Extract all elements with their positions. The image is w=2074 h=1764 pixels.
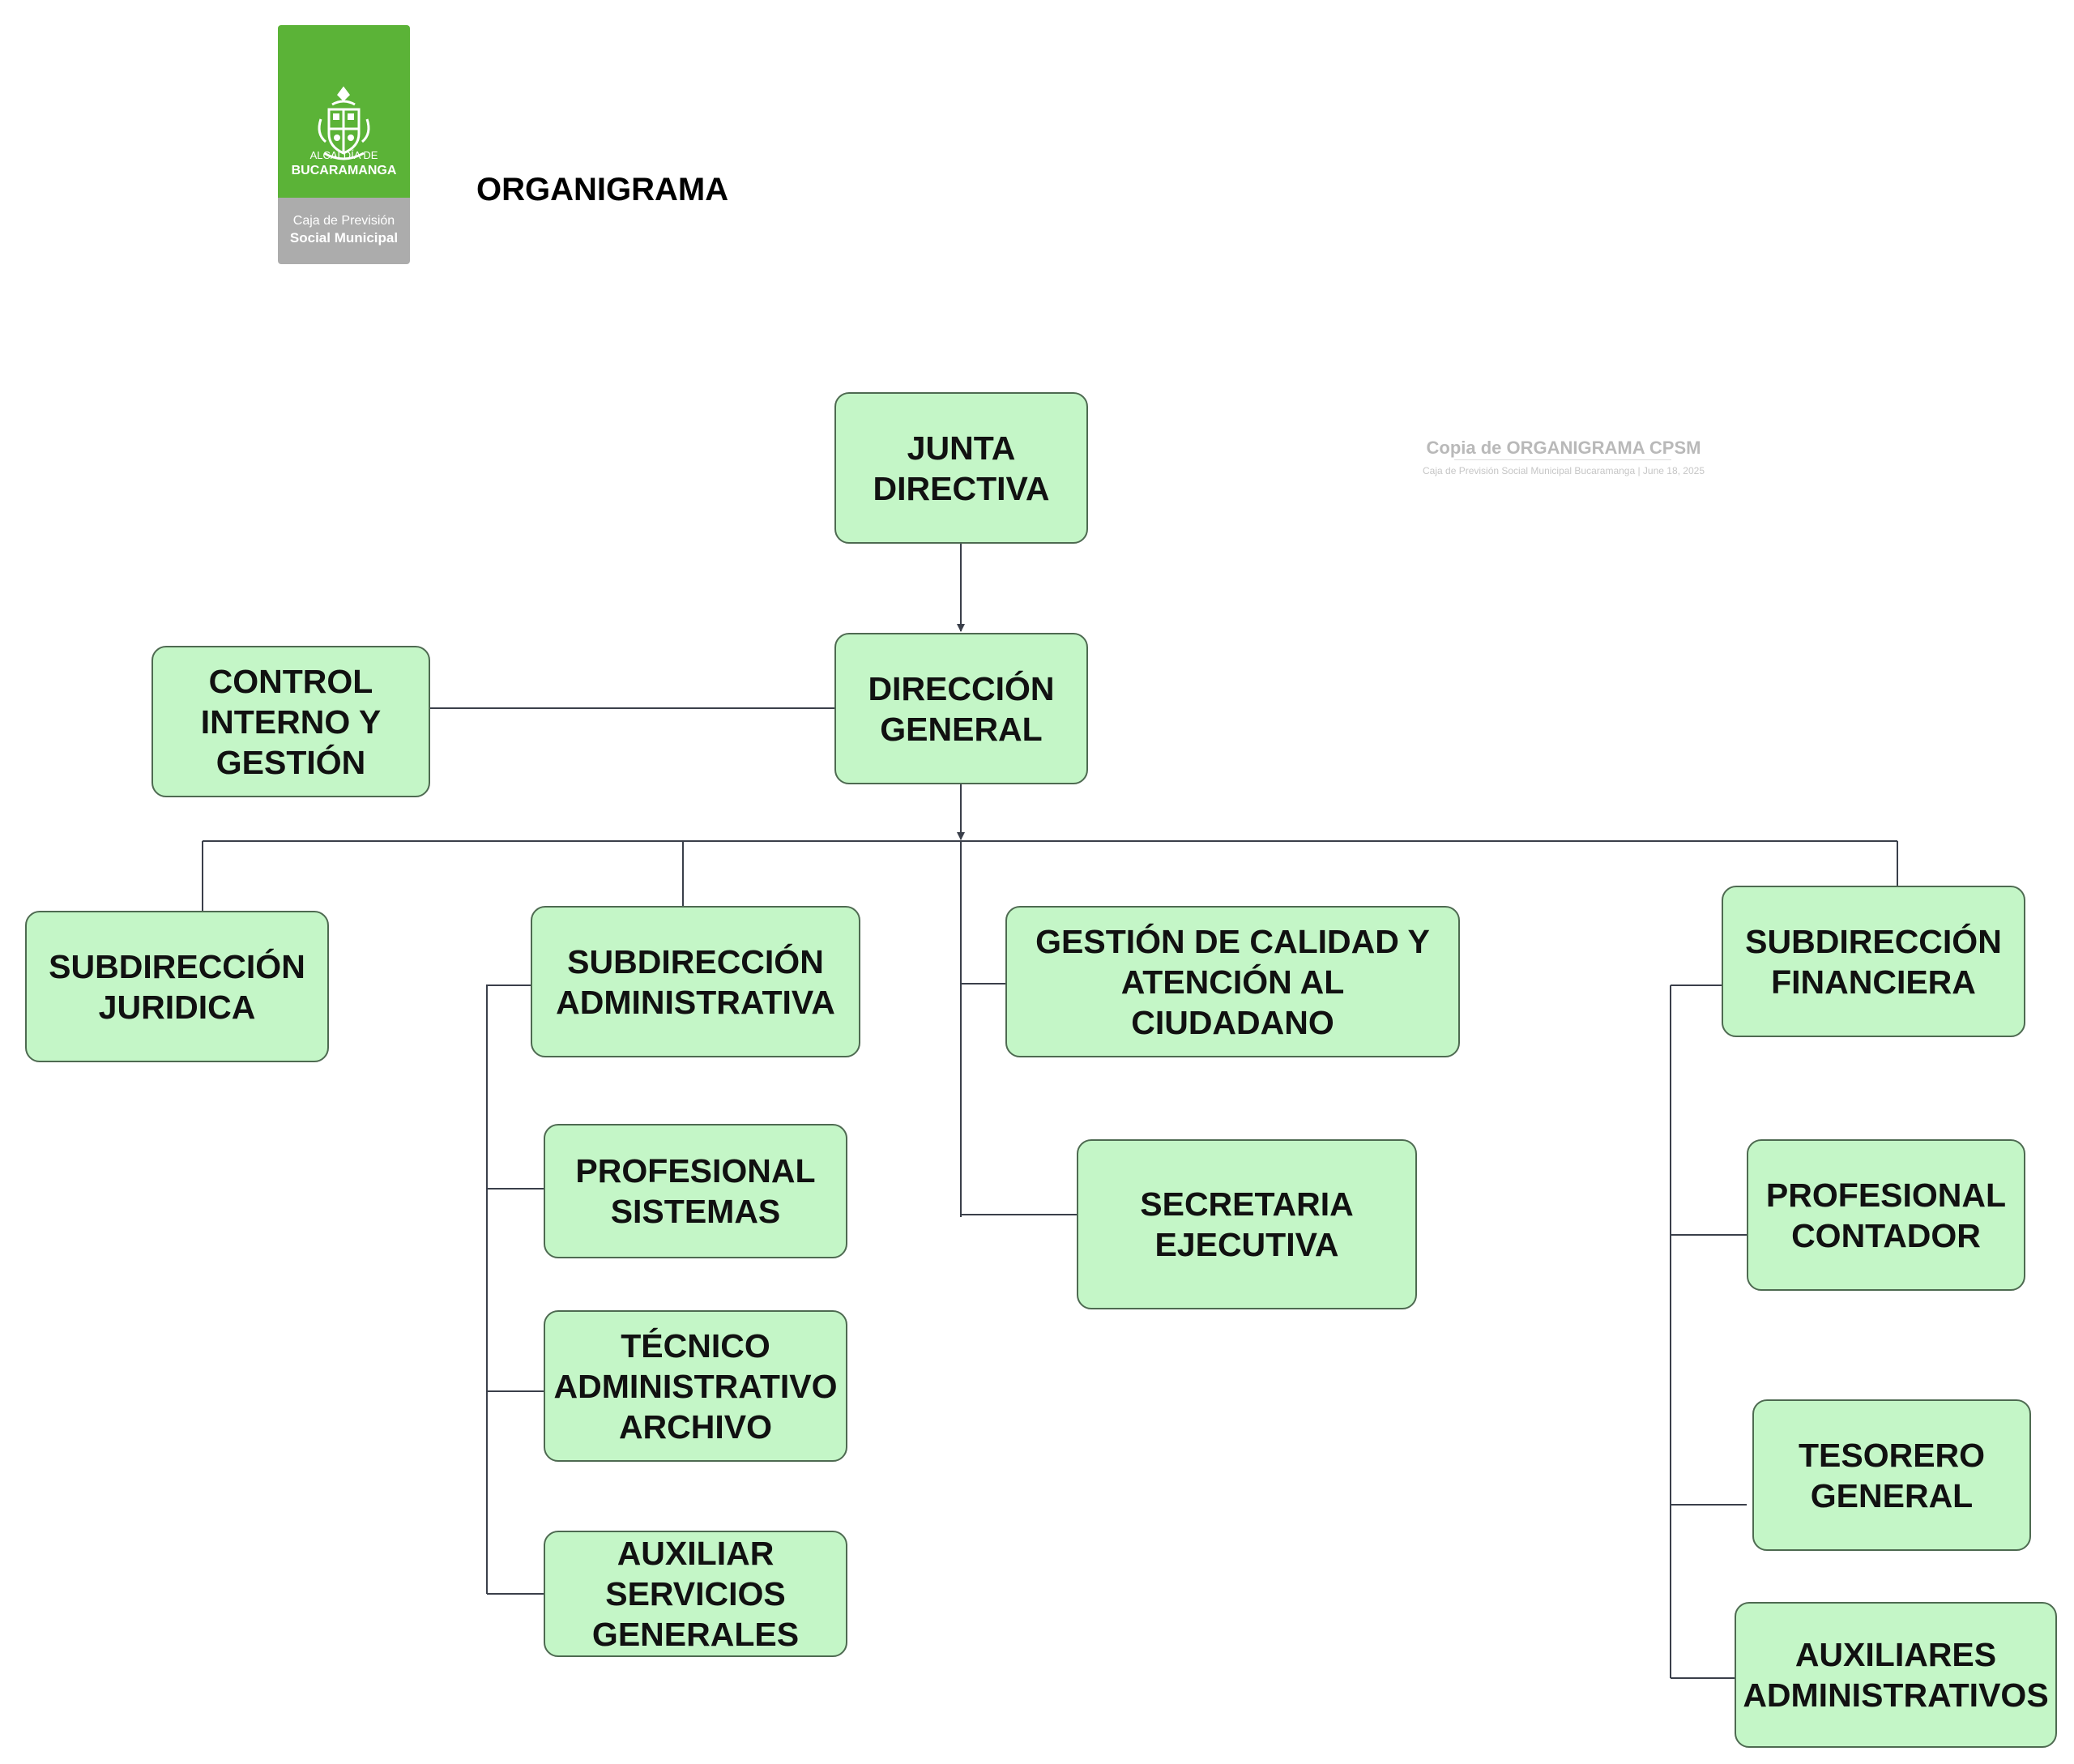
watermark-divider [1454, 459, 1671, 460]
node-label-line: GESTIÓN DE CALIDAD Y [1035, 922, 1430, 960]
node-label-line: CONTROL [208, 662, 373, 700]
node-profesional-contador[interactable]: PROFESIONAL CONTADOR [1747, 1139, 2025, 1291]
node-profesional-sistemas[interactable]: PROFESIONAL SISTEMAS [544, 1124, 847, 1258]
node-label-line: SUBDIRECCIÓN [49, 947, 305, 985]
node-subdireccion-administrativa[interactable]: SUBDIRECCIÓN ADMINISTRATIVA [531, 906, 860, 1057]
node-label-line: AUXILIAR [617, 1535, 775, 1572]
node-label-line: SECRETARIA [1140, 1185, 1354, 1223]
node-label-line: GENERAL [1810, 1476, 1974, 1514]
node-label-line: PROFESIONAL [575, 1152, 816, 1190]
node-tesorero-general[interactable]: TESORERO GENERAL [1752, 1399, 2031, 1551]
node-label-line: GENERAL [880, 710, 1043, 748]
node-secretaria-ejecutiva[interactable]: SECRETARIA EJECUTIVA [1077, 1139, 1417, 1309]
node-gestion-calidad[interactable]: GESTIÓN DE CALIDAD Y ATENCIÓN AL CIUDADA… [1005, 906, 1460, 1057]
node-label-line: PROFESIONAL [1765, 1176, 2007, 1214]
logo-line-bucaramanga: BUCARAMANGA [291, 164, 397, 177]
node-label-line: TESORERO [1798, 1436, 1986, 1474]
node-subdireccion-juridica[interactable]: SUBDIRECCIÓN JURIDICA [25, 911, 329, 1062]
page-title: ORGANIGRAMA [476, 172, 729, 207]
node-label-line: DIRECCIÓN [868, 669, 1055, 707]
logo-line-social: Social Municipal [289, 230, 399, 246]
node-label-line: FINANCIERA [1771, 963, 1976, 1001]
node-label-line: TÉCNICO [621, 1326, 770, 1365]
logo-line-alcaldia: ALCALDÍA DE [309, 149, 378, 161]
logo-line-caja: Caja de Previsión [292, 214, 395, 228]
node-label-line: ADMINISTRATIVO [553, 1367, 838, 1405]
node-auxiliares-administrativos[interactable]: AUXILIARES ADMINISTRATIVOS [1735, 1602, 2057, 1748]
node-label-line: DIRECTIVA [873, 469, 1050, 507]
node-label-line: GESTIÓN [216, 743, 366, 781]
node-label-line: SUBDIRECCIÓN [1745, 922, 2002, 960]
node-control-interno[interactable]: CONTROL INTERNO Y GESTIÓN [151, 646, 430, 797]
watermark-title: Copia de ORGANIGRAMA CPSM [1426, 438, 1701, 458]
node-label-line: AUXILIARES [1794, 1636, 1997, 1673]
node-label-line: SERVICIOS [605, 1575, 786, 1612]
node-label-line: JURIDICA [98, 988, 256, 1026]
node-label-line: ADMINISTRATIVA [556, 983, 835, 1021]
node-label-line: INTERNO Y [200, 703, 382, 741]
logo-gray-panel [278, 198, 410, 264]
node-label-line: SUBDIRECCIÓN [567, 942, 824, 980]
node-label-line: CONTADOR [1791, 1216, 1981, 1254]
node-label-line: ADMINISTRATIVOS [1743, 1676, 2049, 1714]
node-label-line: ARCHIVO [618, 1407, 773, 1446]
node-subdireccion-financiera[interactable]: SUBDIRECCIÓN FINANCIERA [1722, 886, 2025, 1037]
node-tecnico-archivo[interactable]: TÉCNICO ADMINISTRATIVO ARCHIVO [544, 1310, 847, 1462]
coat-of-arms-icon [318, 86, 370, 160]
node-label-line: JUNTA [907, 429, 1016, 467]
node-label-line: SISTEMAS [610, 1193, 781, 1230]
logo: ALCALDÍA DE BUCARAMANGA Caja de Previsió… [278, 25, 410, 264]
node-label-line: CIUDADANO [1131, 1003, 1334, 1041]
watermark-subtitle: Caja de Previsión Social Municipal Bucar… [1423, 465, 1705, 476]
node-auxiliar-servicios-generales[interactable]: AUXILIAR SERVICIOS GENERALES [544, 1531, 847, 1657]
node-label-line: EJECUTIVA [1154, 1226, 1339, 1263]
node-label-line: GENERALES [591, 1616, 800, 1653]
node-junta-directiva[interactable]: JUNTA DIRECTIVA [834, 392, 1088, 544]
node-direccion-general[interactable]: DIRECCIÓN GENERAL [834, 633, 1088, 784]
node-label-line: ATENCIÓN AL [1120, 963, 1345, 1001]
